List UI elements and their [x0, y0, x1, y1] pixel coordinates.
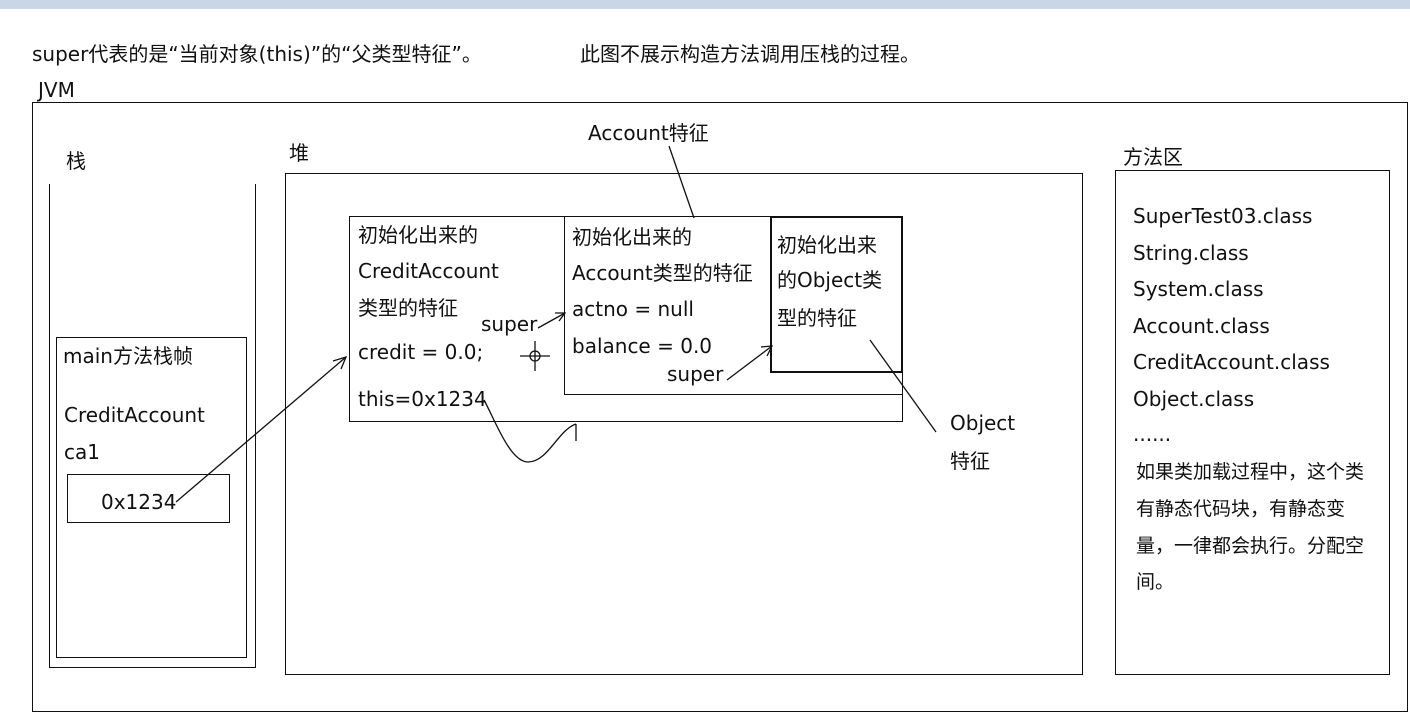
class-entry: CreditAccount.class: [1133, 350, 1330, 374]
jvm-label: JVM: [38, 78, 75, 102]
account-field-1: actno = null: [572, 297, 694, 321]
class-entry: SuperTest03.class: [1133, 204, 1313, 228]
heap-box: [285, 173, 1083, 675]
var-value-box: [67, 474, 230, 523]
account-field-2: balance = 0.0: [572, 334, 713, 358]
var-value: 0x1234: [101, 490, 177, 514]
main-stack-frame: [56, 337, 247, 658]
header-note: 此图不展示构造方法调用压栈的过程。: [580, 42, 920, 66]
var-type: CreditAccount: [64, 403, 205, 427]
account-line-2: Account类型的特征: [572, 261, 753, 285]
super-arrowhead-2: [760, 345, 774, 357]
method-area-note-2: 有静态代码块，有静态变: [1136, 498, 1346, 520]
super-arrow-1: [537, 312, 566, 329]
account-feature-pointer: [668, 145, 695, 219]
class-entry: Object.class: [1133, 387, 1255, 411]
object-line-1: 初始化出来: [777, 233, 877, 257]
reference-arrowhead: [332, 355, 348, 370]
method-area-note-4: 间。: [1136, 571, 1175, 593]
this-field: this=0x1234: [358, 387, 487, 411]
jvm-box: [32, 102, 1408, 712]
header-title: super代表的是“当前对象(this)”的“父类型特征”。: [32, 42, 482, 66]
frame-label: main方法栈帧: [63, 344, 193, 368]
method-area-note-1: 如果类加载过程中，这个类: [1136, 461, 1365, 483]
class-entry: Account.class: [1133, 314, 1270, 338]
method-area-note-3: 量，一律都会执行。分配空: [1136, 535, 1365, 557]
reference-arrow: [175, 356, 347, 503]
object-line-2: 的Object类: [777, 268, 883, 292]
object-feature-box: [770, 216, 903, 373]
window-top-bar: [0, 0, 1410, 9]
super-arrow-2: [726, 345, 773, 381]
stack-box: [49, 184, 256, 668]
method-area-box: [1115, 170, 1390, 675]
account-feature-label: Account特征: [588, 121, 709, 145]
stack-label: 栈: [66, 149, 86, 173]
credit-line-3: 类型的特征: [358, 296, 458, 320]
super-arrowhead-1: [555, 312, 567, 322]
credit-field: credit = 0.0;: [358, 340, 484, 364]
heap-label: 堆: [289, 141, 309, 165]
object-feature-label-2: 特征: [950, 449, 990, 473]
credit-line-1: 初始化出来的: [358, 223, 478, 247]
credit-line-2: CreditAccount: [358, 259, 499, 283]
super-label-2: super: [667, 362, 724, 386]
object-feature-label-1: Object: [950, 411, 1016, 435]
account-line-1: 初始化出来的: [572, 225, 692, 249]
class-entry-ellipsis: ......: [1133, 422, 1172, 446]
class-entry: String.class: [1133, 241, 1249, 265]
object-feature-pointer: [869, 339, 937, 433]
object-line-3: 型的特征: [777, 306, 857, 330]
super-label-1: super: [481, 312, 538, 336]
method-area-label: 方法区: [1123, 145, 1183, 169]
var-name: ca1: [64, 440, 100, 464]
crosshair-cursor-icon: [520, 341, 550, 371]
class-entry: System.class: [1133, 277, 1264, 301]
this-curve: [483, 399, 577, 463]
